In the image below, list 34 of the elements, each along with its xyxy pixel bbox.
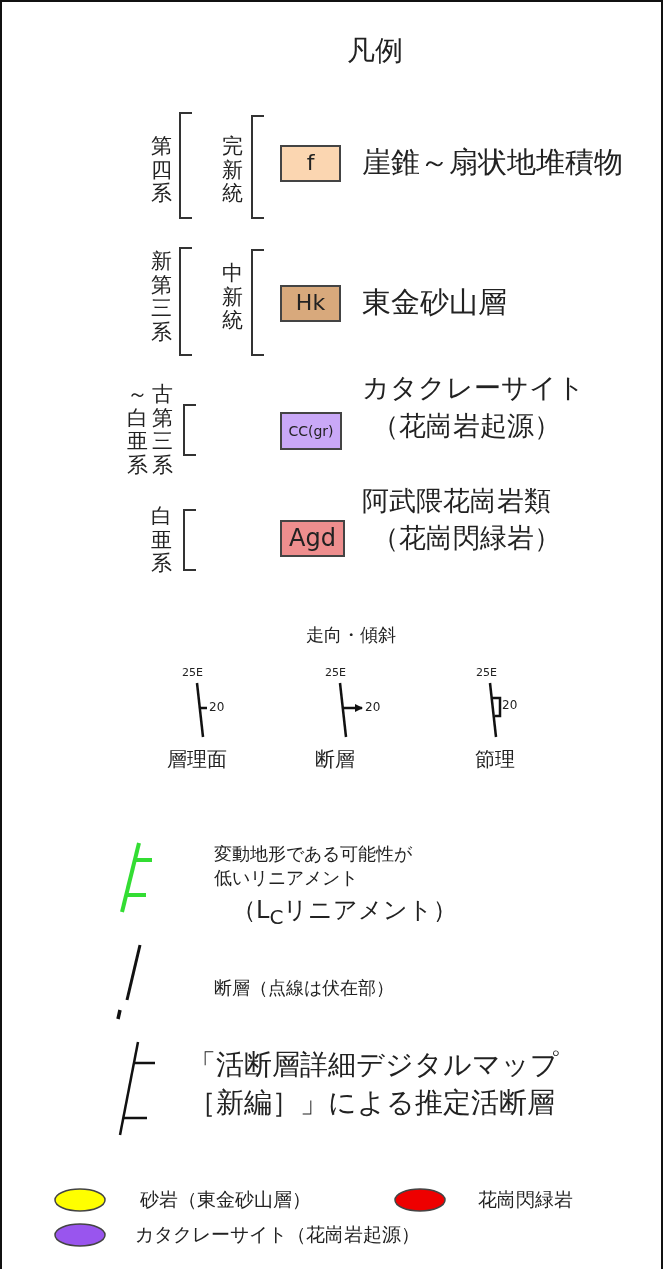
- legend-label: カタクレーサイト（花崗岩起源）: [135, 1223, 420, 1246]
- section-heading: 走向・傾斜: [306, 624, 396, 646]
- age-label: 第四系: [150, 135, 172, 206]
- line-description: （L$_{C}$リニアメント）: [232, 896, 458, 929]
- age-label: 白亜系: [150, 505, 172, 576]
- legend-label: 砂岩（東金砂山層）: [140, 1188, 311, 1211]
- strike-value: 25E: [182, 666, 203, 680]
- strike-value: 25E: [325, 666, 346, 680]
- unit-description: （花崗岩起源）: [372, 410, 561, 443]
- unit-description: 崖錐～扇状地堆積物: [362, 145, 623, 180]
- dip-value: 20: [209, 700, 225, 715]
- unit-box: Hk: [280, 285, 341, 322]
- unit-box: f: [280, 145, 341, 182]
- line-description: 断層（点線は伏在部）: [214, 977, 394, 999]
- unit-box: CC(gr): [280, 412, 342, 450]
- line-description: 「活断層詳細デジタルマップ［新編］」による推定活断層: [188, 1047, 560, 1121]
- dip-value: 20: [365, 700, 381, 715]
- unit-description: カタクレーサイト: [362, 372, 585, 405]
- age-label: 中新統: [221, 262, 243, 333]
- line-description: 変動地形である可能性が低いリニアメント: [214, 842, 413, 891]
- symbol-caption: 断層: [315, 747, 355, 771]
- symbol-caption: 節理: [475, 747, 515, 771]
- legend-label: 花崗閃緑岩: [478, 1188, 573, 1211]
- symbol-caption: 層理面: [167, 747, 227, 771]
- unit-box: Agd: [280, 520, 345, 557]
- dip-value: 20: [502, 698, 518, 713]
- age-label: 古第三系～白亜系: [126, 383, 173, 478]
- legend-title: 凡例: [347, 34, 403, 68]
- age-label: 完新統: [221, 135, 243, 206]
- age-label: 新第三系: [150, 250, 172, 345]
- strike-value: 25E: [476, 666, 497, 680]
- unit-description: 阿武隈花崗岩類: [362, 485, 551, 518]
- unit-description: （花崗閃緑岩）: [372, 522, 561, 555]
- unit-description: 東金砂山層: [362, 285, 507, 320]
